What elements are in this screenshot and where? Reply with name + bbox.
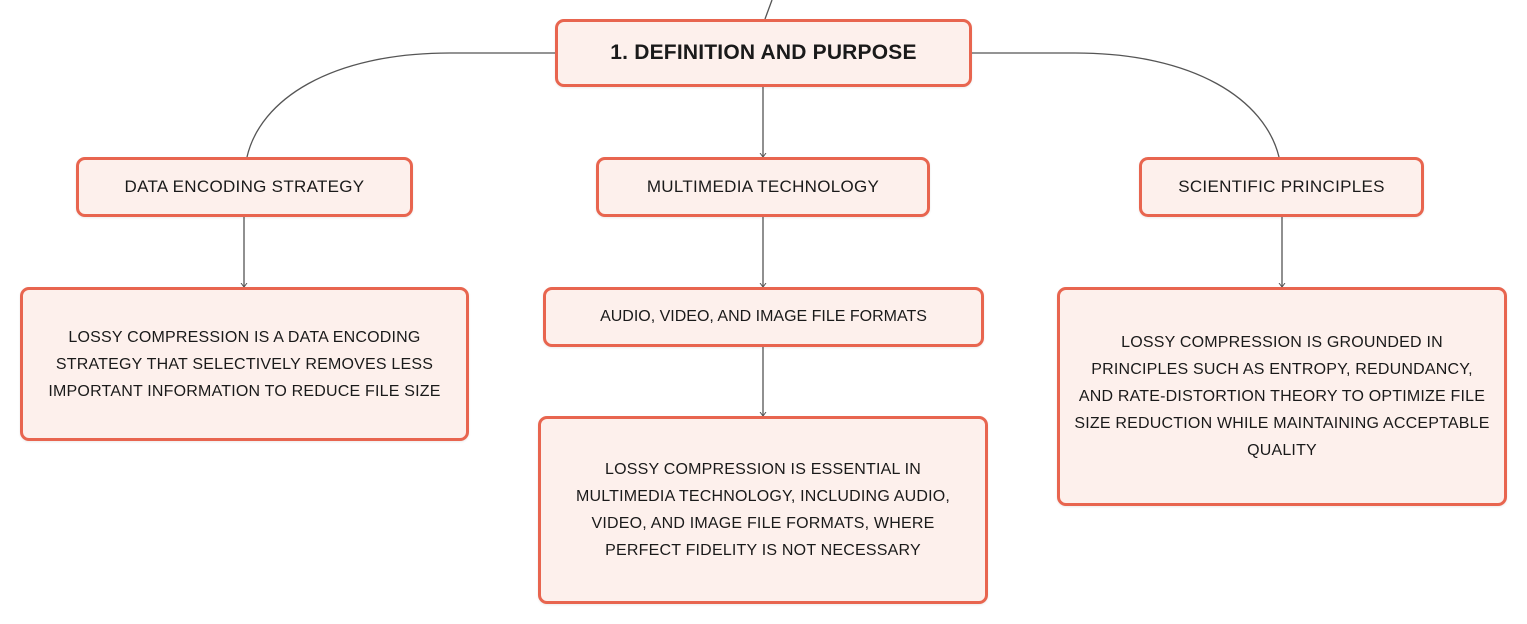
- connector-root-branch-1: [246, 52, 555, 158]
- branch-node-multimedia-technology[interactable]: MULTIMEDIA TECHNOLOGY: [596, 157, 930, 217]
- branch-node-scientific-principles[interactable]: SCIENTIFIC PRINCIPLES: [1139, 157, 1424, 217]
- root-node[interactable]: 1. DEFINITION AND PURPOSE: [555, 19, 972, 87]
- detail-text: LOSSY COMPRESSION IS GROUNDED IN PRINCIP…: [1074, 334, 1490, 459]
- detail-text: LOSSY COMPRESSION IS ESSENTIAL IN MULTIM…: [575, 461, 951, 559]
- root-label: 1. DEFINITION AND PURPOSE: [610, 41, 917, 64]
- connector-parent-root: [764, 0, 773, 20]
- detail-node-scientific-principles[interactable]: LOSSY COMPRESSION IS GROUNDED IN PRINCIP…: [1057, 287, 1507, 506]
- branch-label: SCIENTIFIC PRINCIPLES: [1178, 177, 1385, 196]
- detail-text: LOSSY COMPRESSION IS A DATA ENCODING STR…: [48, 328, 441, 400]
- detail-node-multimedia[interactable]: LOSSY COMPRESSION IS ESSENTIAL IN MULTIM…: [538, 416, 988, 604]
- branch-node-data-encoding-strategy[interactable]: DATA ENCODING STRATEGY: [76, 157, 413, 217]
- subtopic-label: AUDIO, VIDEO, AND IMAGE FILE FORMATS: [600, 308, 927, 325]
- subtopic-node-file-formats[interactable]: AUDIO, VIDEO, AND IMAGE FILE FORMATS: [543, 287, 984, 347]
- branch-label: MULTIMEDIA TECHNOLOGY: [646, 177, 880, 196]
- branch-label: DATA ENCODING STRATEGY: [124, 177, 365, 196]
- connector-root-branch-3: [972, 52, 1280, 158]
- detail-node-data-encoding[interactable]: LOSSY COMPRESSION IS A DATA ENCODING STR…: [20, 287, 469, 441]
